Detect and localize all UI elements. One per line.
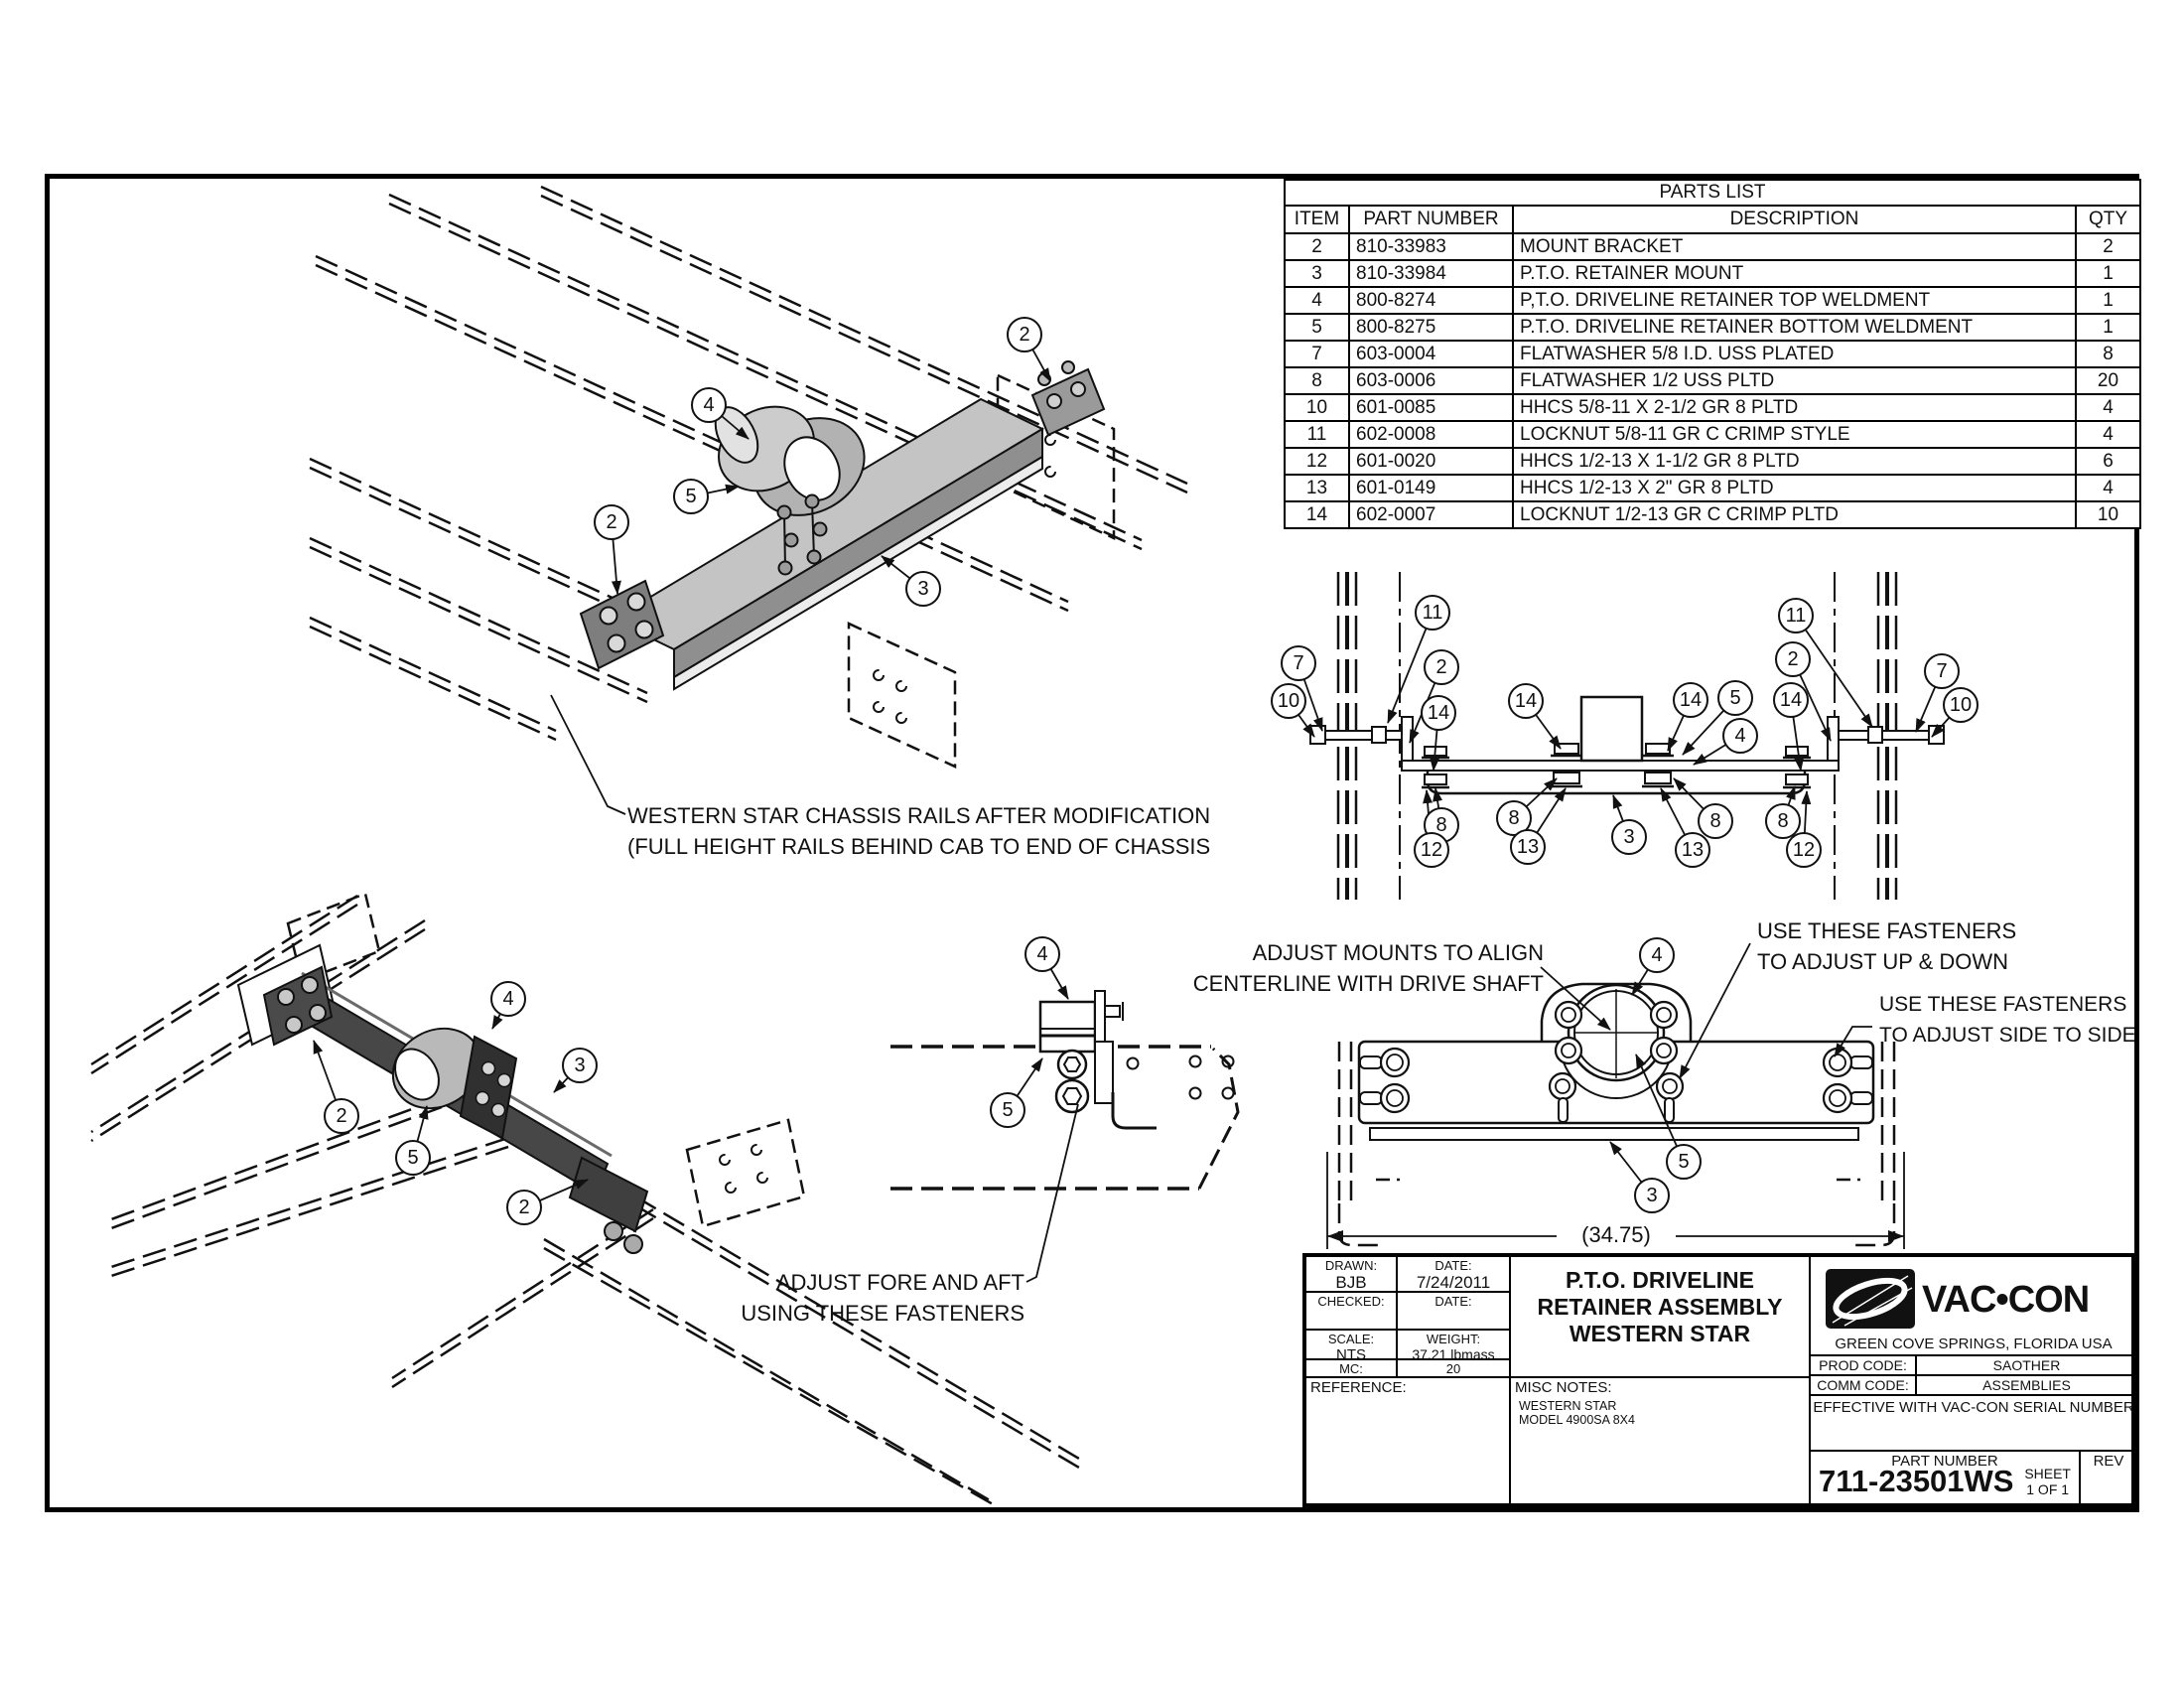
callout-balloon: 5 [1666,1144,1702,1180]
view-detail-side [890,990,1240,1191]
drawing-title: P.T.O. DRIVELINE RETAINER ASSEMBLY WESTE… [1537,1267,1783,1346]
date-value: 7/24/2011 [1416,1273,1491,1292]
callout-balloon: 11 [1778,598,1814,633]
dimension-label: (34.75) [1581,1222,1651,1247]
drawing-border [45,174,2139,1512]
callout-balloon: 14 [1673,682,1708,718]
callout-balloon: 2 [324,1098,359,1134]
view-iso-bottom-assembly [236,943,649,1254]
note-adjust-mounts: ADJUST MOUNTS TO ALIGN CENTERLINE WITH D… [1192,940,1544,996]
note-adjust-up-down: USE THESE FASTENERS TO ADJUST UP & DOWN [1757,918,2017,974]
prod-code-label: PROD CODE: [1819,1357,1907,1373]
note-fore-aft: ADJUST FORE AND AFT USING THESE FASTENER… [741,1270,1024,1326]
prod-code-value: SAOTHER [1992,1357,2061,1373]
callout-balloon: 4 [1639,937,1675,973]
parts-list-title: PARTS LIST [1284,179,2141,207]
callout-balloon: 5 [1717,680,1753,716]
callout-balloon: 13 [1675,832,1710,868]
mc-value: 20 [1445,1361,1461,1376]
parts-list-column-header: ITEM [1284,205,1350,234]
callout-balloon: 10 [1943,687,1979,723]
title-block: DRAWN: BJB DATE: 7/24/2011 CHECKED: DATE… [1302,1253,2137,1507]
callout-balloon: 2 [1775,641,1811,677]
view-iso-top-assembly [579,360,1106,691]
drawn-value: BJB [1335,1273,1367,1292]
callout-balloon: 2 [1007,317,1042,352]
callout-balloon: 11 [1415,595,1450,631]
view-front [1326,982,1905,1249]
vac-con-logo-text: VAC•CON [1922,1279,2090,1321]
sheet-info: SHEET 1 OF 1 [2024,1466,2071,1497]
callout-balloon: 14 [1508,683,1544,719]
callout-balloon: 4 [1722,718,1758,754]
parts-list-column-header: PART NUMBER [1348,205,1514,234]
callout-balloon: 7 [1281,645,1316,681]
part-number-value: 711-23501WS [1819,1464,2014,1498]
callout-balloon: 14 [1773,682,1809,718]
date-label: DATE: [1434,1258,1472,1273]
vac-con-logo-mark [1825,1268,1916,1335]
callout-balloon: 2 [594,504,629,540]
callout-balloon: 14 [1421,695,1456,731]
callout-balloon: 4 [1024,936,1060,972]
misc-note-1: WESTERN STAR [1519,1399,1617,1413]
callout-balloon: 5 [673,479,709,514]
callout-balloon: 8 [1698,803,1733,839]
parts-list-column-header: QTY [2075,205,2141,234]
note-adjust-side-side: USE THESE FASTENERS TO ADJUST SIDE TO SI… [1879,993,2136,1047]
callout-balloon: 4 [691,387,727,423]
callout-balloon: 10 [1271,683,1306,719]
callout-balloon: 3 [905,571,941,607]
callout-balloon: 2 [506,1190,542,1225]
scale-value: NTS [1336,1346,1366,1363]
checked-date-label: DATE: [1434,1294,1472,1309]
misc-note-2: MODEL 4900SA 8X4 [1519,1413,1635,1427]
callout-balloon: 4 [490,981,526,1017]
weight-value: 37.21 lbmass [1412,1346,1495,1362]
callout-balloon: 7 [1924,653,1960,689]
scale-label: SCALE: [1327,1332,1375,1346]
reference-label: REFERENCE: [1310,1379,1407,1396]
effective-serial-note: EFFECTIVE WITH VAC-CON SERIAL NUMBER [1813,1399,2134,1416]
parts-list-column-header: DESCRIPTION [1512,205,2077,234]
callout-balloon: 3 [1611,819,1647,855]
note-chassis-rails: WESTERN STAR CHASSIS RAILS AFTER MODIFIC… [627,803,1211,859]
weight-label: WEIGHT: [1426,1332,1481,1346]
drawn-label: DRAWN: [1324,1258,1378,1273]
callout-balloon: 12 [1786,832,1822,868]
comm-code-label: COMM CODE: [1817,1377,1909,1393]
callout-balloon: 13 [1510,829,1546,865]
callout-balloon: 3 [1634,1178,1670,1213]
rev-label: REV [2093,1453,2124,1470]
callout-balloon: 5 [395,1140,431,1176]
callout-balloon: 2 [1424,649,1459,685]
part-number-label: PART NUMBER [1891,1453,1998,1470]
misc-notes-label: MISC NOTES: [1515,1379,1612,1396]
checked-label: CHECKED: [1317,1294,1385,1309]
callout-balloon: 5 [990,1092,1025,1128]
callout-balloon: 3 [562,1048,598,1083]
logo-city-line: GREEN COVE SPRINGS, FLORIDA USA [1835,1336,2113,1352]
mc-label: MC: [1339,1361,1363,1376]
callout-balloon: 12 [1414,832,1449,868]
comm-code-value: ASSEMBLIES [1982,1377,2071,1393]
